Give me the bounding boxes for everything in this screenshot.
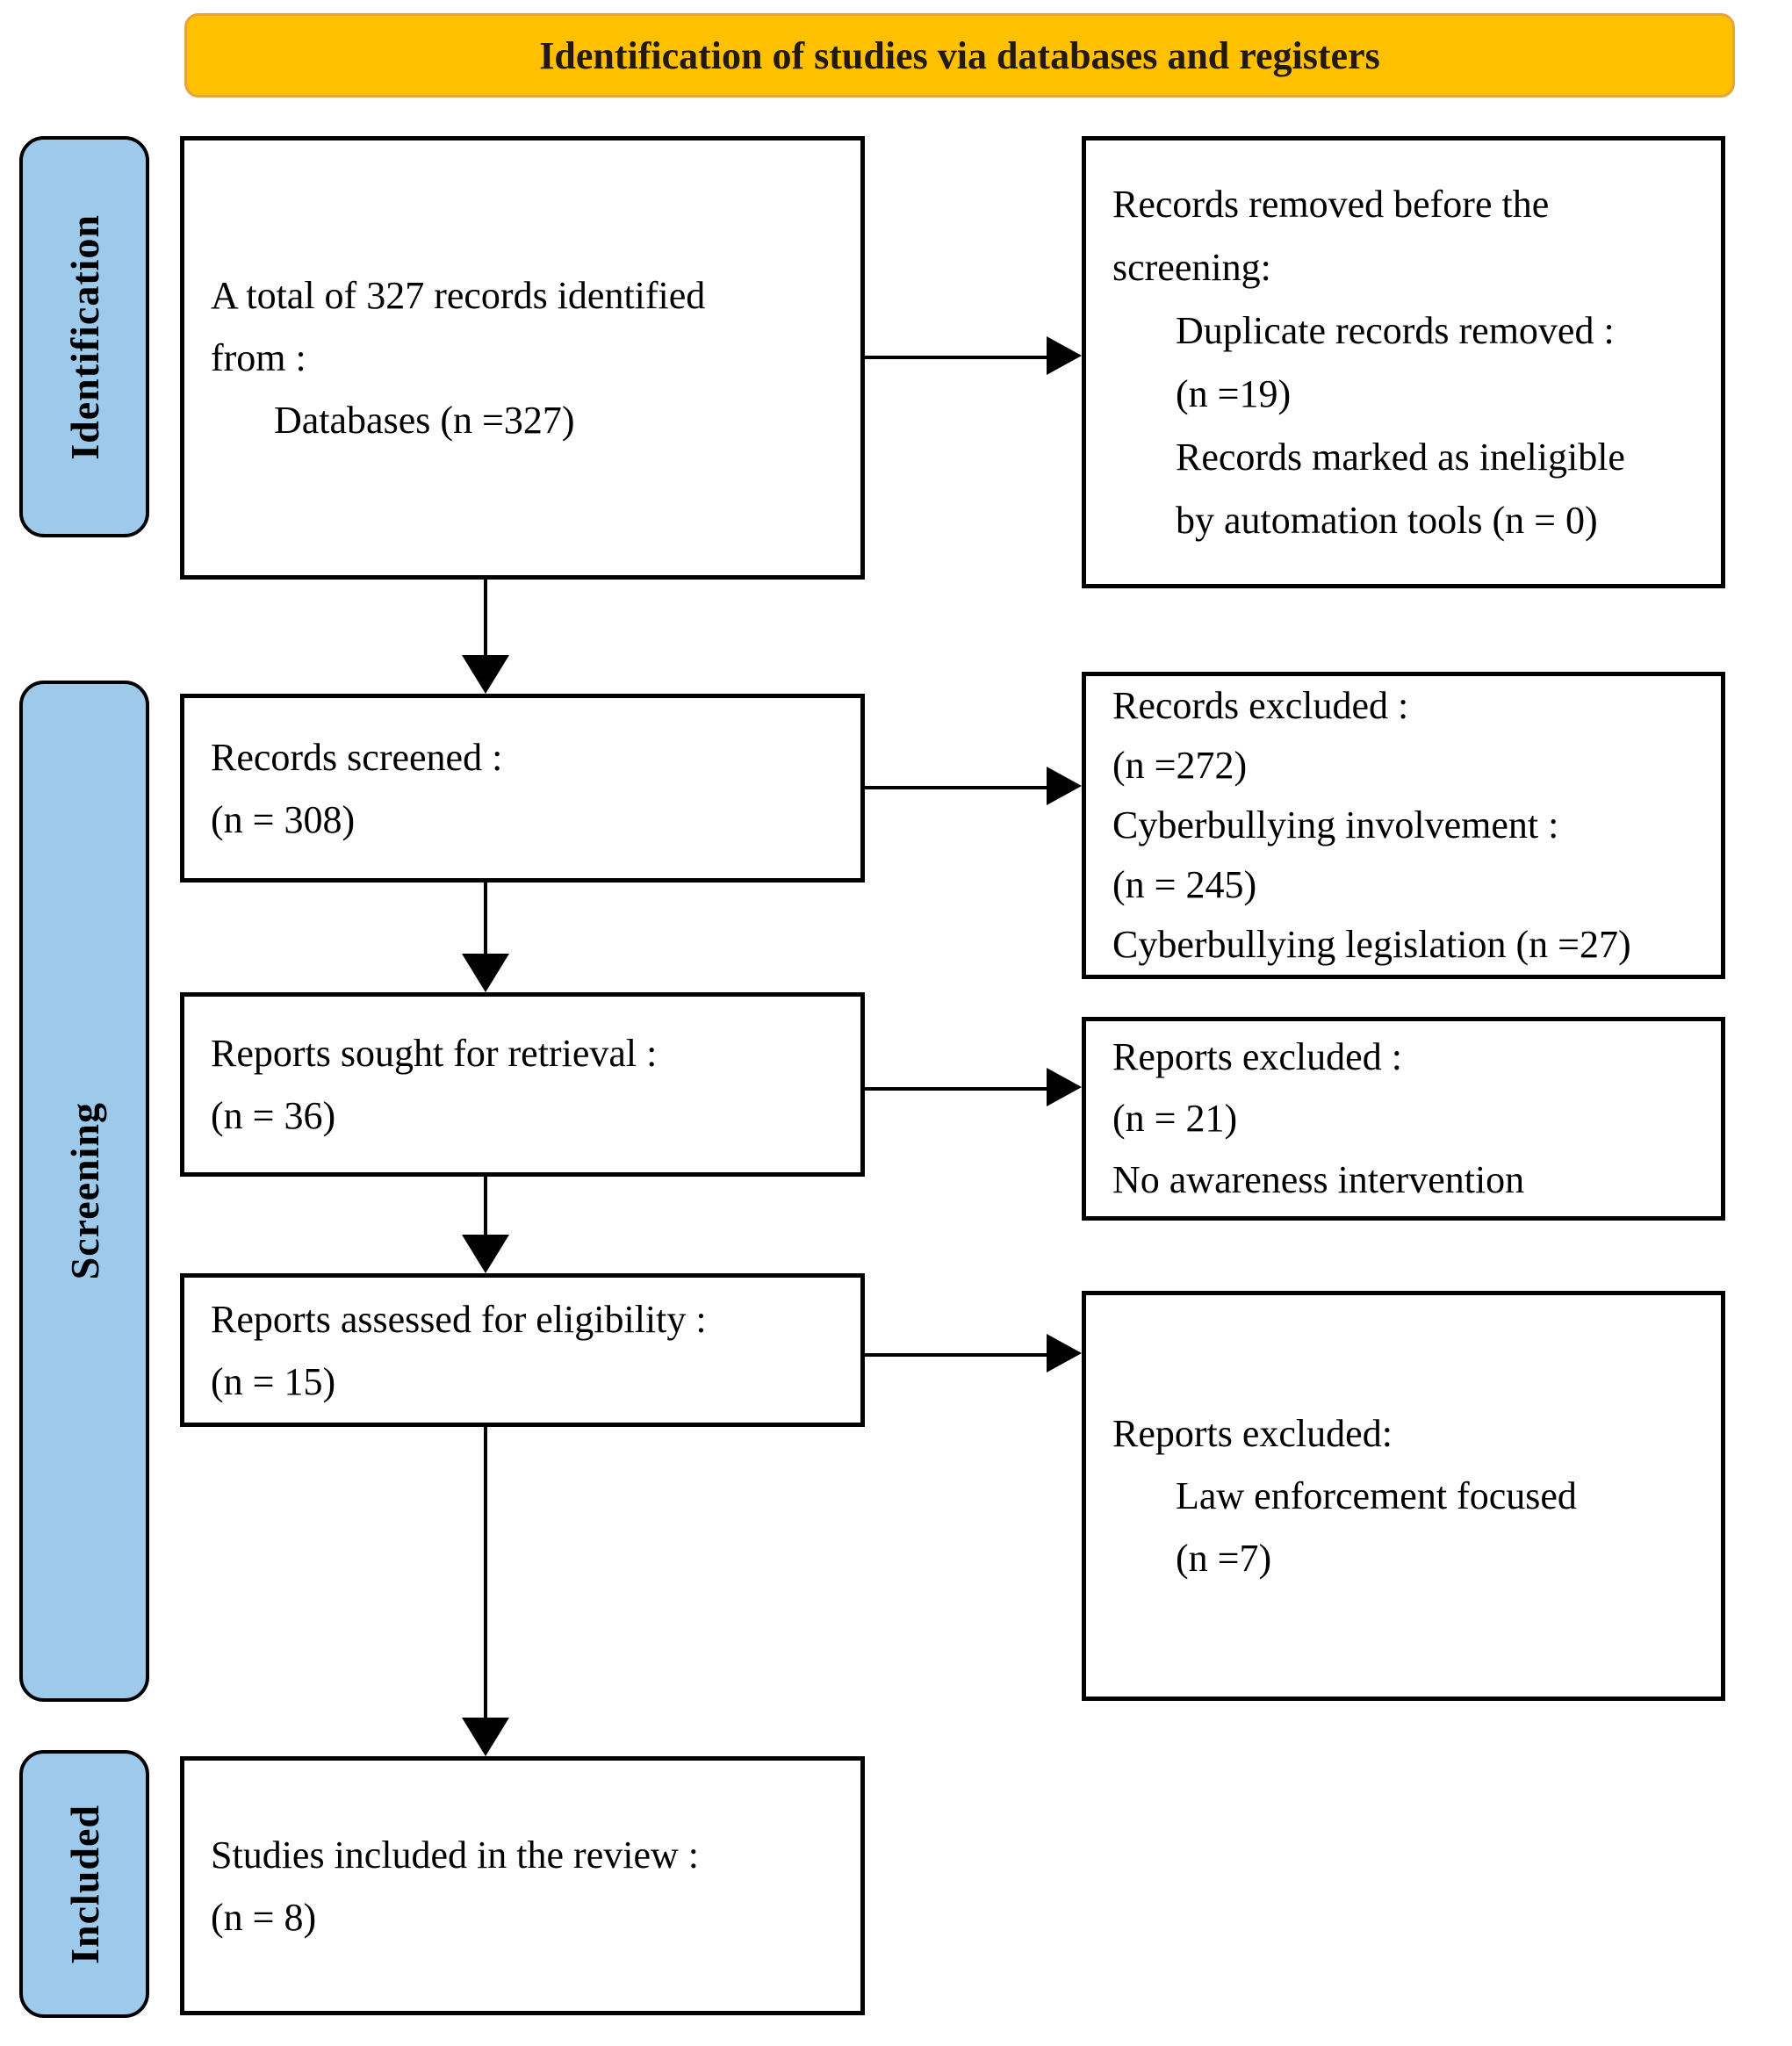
stage-label-included: Included xyxy=(19,1750,149,2018)
box-records-identified: A total of 327 records identified from :… xyxy=(180,136,865,580)
box-records-screened: Records screened : (n = 308) xyxy=(180,694,865,883)
box-line: No awareness intervention xyxy=(1112,1158,1525,1201)
box-line: (n = 8) xyxy=(211,1895,317,1939)
box-studies-included: Studies included in the review : (n = 8) xyxy=(180,1756,865,2015)
down-arrow-line xyxy=(484,883,487,955)
right-arrow-icon xyxy=(1047,1068,1082,1106)
box-reports-assessed-for-eligibility: Reports assessed for eligibility : (n = … xyxy=(180,1273,865,1427)
right-arrow-line xyxy=(865,786,1047,789)
box-reports-excluded-law-enforcement: Reports excluded: Law enforcement focuse… xyxy=(1082,1291,1725,1701)
banner-title: Identification of studies via databases … xyxy=(539,33,1380,77)
box-line: Law enforcement focused xyxy=(1176,1474,1577,1517)
box-line: A total of 327 records identified xyxy=(211,274,706,317)
down-arrow-line xyxy=(484,1177,487,1236)
box-line: Reports sought for retrieval : xyxy=(211,1032,658,1075)
box-line: Databases (n =327) xyxy=(274,399,575,442)
down-arrow-icon xyxy=(462,954,509,992)
down-arrow-line xyxy=(484,580,487,657)
box-records-excluded: Records excluded : (n =272) Cyberbullyin… xyxy=(1082,672,1725,979)
right-arrow-icon xyxy=(1047,336,1082,375)
stage-label-screening-text: Screening xyxy=(61,1102,107,1280)
box-line: Duplicate records removed : xyxy=(1176,308,1615,352)
box-line: Cyberbullying involvement : xyxy=(1112,803,1559,846)
banner: Identification of studies via databases … xyxy=(184,13,1735,97)
box-line: Reports excluded: xyxy=(1112,1412,1393,1455)
box-line: screening: xyxy=(1112,245,1271,289)
down-arrow-icon xyxy=(462,1718,509,1756)
box-line: Reports excluded : xyxy=(1112,1035,1402,1078)
box-line: Cyberbullying legislation (n =27) xyxy=(1112,923,1631,966)
box-line: (n = 308) xyxy=(211,797,356,841)
box-line: (n =19) xyxy=(1176,371,1292,415)
box-line: by automation tools (n = 0) xyxy=(1176,498,1598,542)
stage-label-included-text: Included xyxy=(61,1804,107,1964)
stage-label-identification: Identification xyxy=(19,136,149,537)
down-arrow-icon xyxy=(462,655,509,694)
box-reports-excluded: Reports excluded : (n = 21) No awareness… xyxy=(1082,1017,1725,1221)
box-line: Records screened : xyxy=(211,735,503,779)
box-records-removed-before-screening: Records removed before the screening: Du… xyxy=(1082,136,1725,588)
box-line: (n = 15) xyxy=(211,1359,336,1403)
box-line: Records marked as ineligible xyxy=(1176,435,1625,479)
box-line: Reports assessed for eligibility : xyxy=(211,1297,707,1341)
down-arrow-icon xyxy=(462,1235,509,1273)
box-line: (n =272) xyxy=(1112,744,1248,787)
right-arrow-line xyxy=(865,356,1047,359)
right-arrow-icon xyxy=(1047,767,1082,805)
down-arrow-line xyxy=(484,1427,487,1719)
box-line: Records removed before the xyxy=(1112,182,1550,226)
box-reports-sought-for-retrieval: Reports sought for retrieval : (n = 36) xyxy=(180,992,865,1177)
box-line: Studies included in the review : xyxy=(211,1833,699,1877)
box-line: (n = 36) xyxy=(211,1094,336,1137)
right-arrow-line xyxy=(865,1353,1047,1357)
stage-label-identification-text: Identification xyxy=(61,213,107,460)
box-line: from : xyxy=(211,336,306,379)
stage-label-screening: Screening xyxy=(19,681,149,1702)
box-line: (n =7) xyxy=(1176,1537,1272,1580)
right-arrow-line xyxy=(865,1087,1047,1091)
right-arrow-icon xyxy=(1047,1334,1082,1372)
box-line: (n = 21) xyxy=(1112,1097,1238,1140)
box-line: (n = 245) xyxy=(1112,863,1257,906)
box-line: Records excluded : xyxy=(1112,684,1409,727)
